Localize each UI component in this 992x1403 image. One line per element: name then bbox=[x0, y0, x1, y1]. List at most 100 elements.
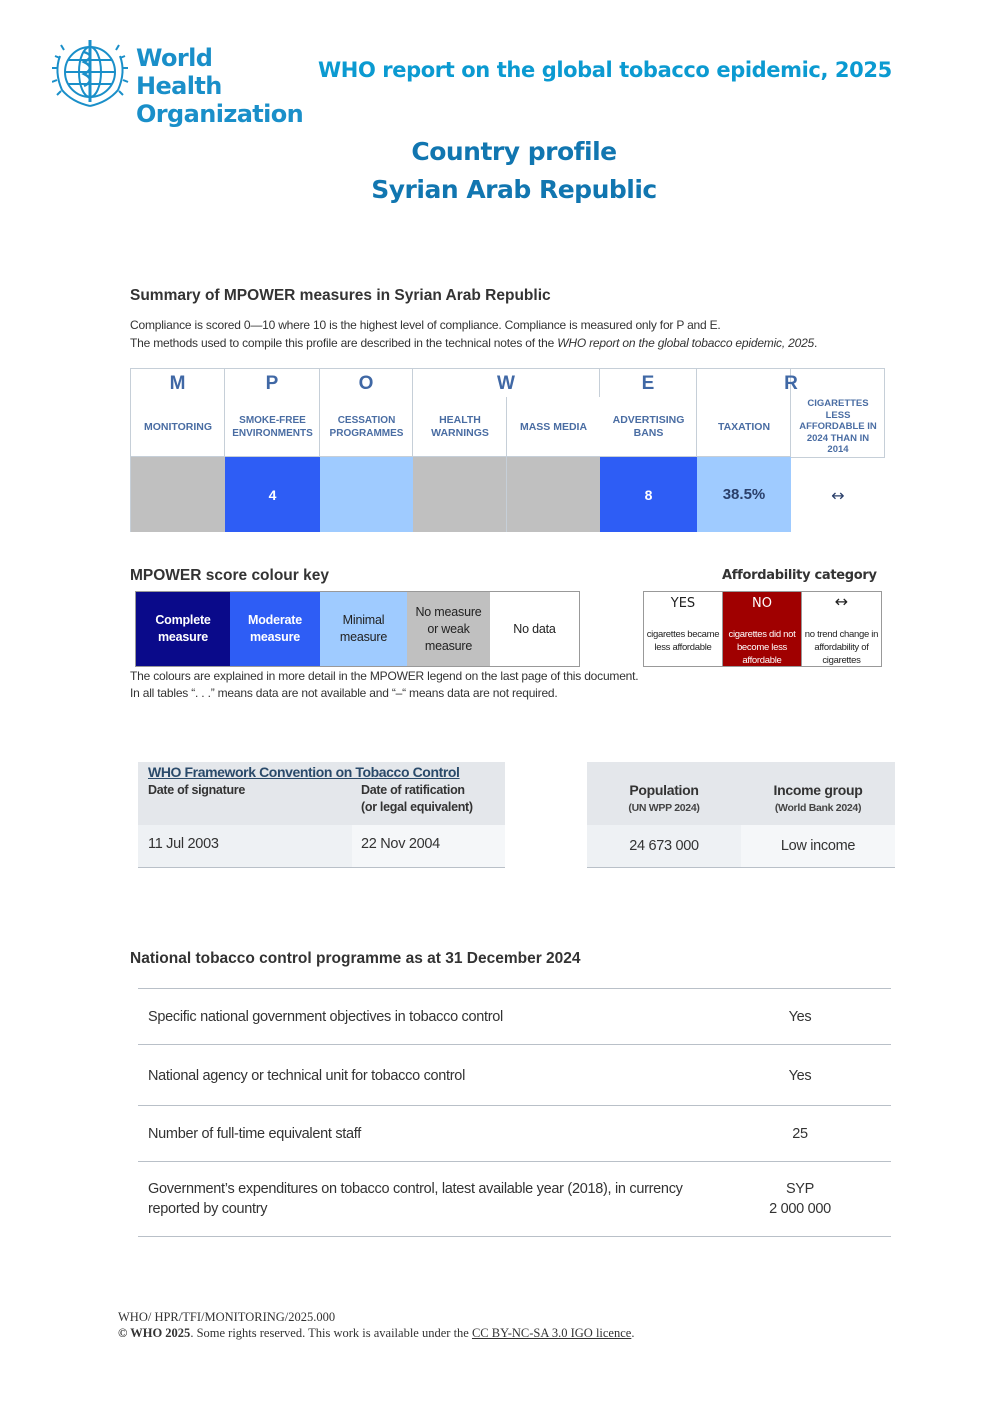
table-row: National agency or technical unit for to… bbox=[138, 1045, 891, 1106]
country-name: Syrian Arab Republic bbox=[371, 175, 657, 204]
aff-no-title: NO bbox=[751, 596, 772, 611]
value-monitoring bbox=[131, 457, 225, 532]
copyright-text: . Some rights reserved. This work is ava… bbox=[190, 1326, 472, 1340]
letter-o: O bbox=[358, 373, 374, 394]
profile-title: Country profile Syrian Arab Republic bbox=[0, 133, 992, 209]
ntcp-staff-value: 25 bbox=[792, 1126, 808, 1142]
who-emblem-icon bbox=[52, 40, 129, 107]
population-value: 24 673 000 bbox=[629, 838, 699, 854]
label-taxation: TAXATION bbox=[717, 420, 771, 433]
letter-w: W bbox=[497, 373, 515, 394]
affordability-key: YES cigarettes became less affordable NO… bbox=[643, 591, 882, 667]
ntcp-agency-label: National agency or technical unit for to… bbox=[148, 1068, 465, 1084]
label-cessation: CESSATION PROGRAMMES bbox=[329, 415, 404, 439]
aff-no-desc: cigarettes did not become less affordabl… bbox=[728, 629, 796, 666]
value-advertising-bans: 8 bbox=[600, 457, 697, 532]
ntcp-objectives-label: Specific national government objectives … bbox=[148, 1009, 503, 1025]
population-table: Population (UN WPP 2024) Income group (W… bbox=[587, 762, 895, 868]
aff-yes-title: YES bbox=[670, 596, 696, 611]
aff-no-trend-desc: no trend change in affordability of ciga… bbox=[804, 629, 879, 666]
population-label: Population bbox=[629, 782, 699, 798]
col-o: O bbox=[320, 369, 413, 532]
population-header: Population (UN WPP 2024) Income group (W… bbox=[587, 762, 895, 825]
who-logo-text: World Health Organization bbox=[136, 44, 304, 128]
ratification-date: 22 Nov 2004 bbox=[361, 836, 440, 852]
colour-key-heading: MPOWER score colour key bbox=[130, 567, 329, 584]
who-logo bbox=[52, 40, 129, 107]
copyright-line: © WHO 2025. Some rights reserved. This w… bbox=[118, 1326, 634, 1341]
label-mass-media: MASS MEDIA bbox=[519, 420, 588, 433]
ntcp-expenditure-label: Government’s expenditures on tobacco con… bbox=[148, 1181, 683, 1217]
income-source: (World Bank 2024) bbox=[774, 802, 862, 814]
tables-note: In all tables “. . .” means data are not… bbox=[130, 686, 558, 700]
key-moderate: Moderate measure bbox=[230, 592, 320, 666]
signature-label: Date of signature bbox=[148, 783, 245, 797]
col-e: E bbox=[600, 369, 697, 532]
table-row: Government’s expenditures on tobacco con… bbox=[138, 1162, 891, 1237]
copyright-bold: © WHO 2025 bbox=[118, 1326, 191, 1340]
population-source: (UN WPP 2024) bbox=[628, 802, 700, 814]
colour-key: Complete measure Moderate measure Minima… bbox=[135, 591, 580, 667]
value-affordability: ↔ bbox=[791, 457, 885, 532]
fctc-title: WHO Framework Convention on Tobacco Cont… bbox=[148, 764, 460, 780]
key-minimal: Minimal measure bbox=[320, 592, 407, 666]
income-cell bbox=[741, 825, 895, 868]
licence-link[interactable]: CC BY-NC-SA 3.0 IGO licence bbox=[471, 1326, 632, 1340]
col-p: P bbox=[225, 369, 320, 532]
ratification-label-line2: (or legal equivalent) bbox=[361, 800, 473, 814]
affordability-heading: Affordability category bbox=[722, 568, 877, 583]
key-complete: Complete measure bbox=[136, 592, 230, 666]
ntcp-staff-label: Number of full-time equivalent staff bbox=[148, 1126, 361, 1142]
aff-yes: YES cigarettes became less affordable bbox=[644, 592, 723, 666]
col-m: M bbox=[131, 369, 225, 532]
copyright-end: . bbox=[631, 1326, 635, 1340]
methods-note-prefix: The methods used to compile this profile… bbox=[130, 336, 558, 350]
label-monitoring: MONITORING bbox=[143, 420, 213, 433]
aff-no-trend: ↔ no trend change in affordability of ci… bbox=[801, 592, 881, 666]
signature-date: 11 Jul 2003 bbox=[148, 836, 219, 852]
ratification-cell bbox=[352, 825, 505, 868]
profile-label: Country profile bbox=[411, 137, 617, 166]
mpower-row-divider bbox=[131, 456, 791, 457]
label-affordability: CIGARETTES LESS AFFORDABLE IN 2024 THAN … bbox=[799, 398, 877, 456]
fctc-table: WHO Framework Convention on Tobacco Cont… bbox=[138, 762, 505, 868]
letter-e: E bbox=[641, 373, 655, 394]
ntcp-agency-value: Yes bbox=[788, 1068, 812, 1084]
table-row: Number of full-time equivalent staff 25 bbox=[138, 1106, 891, 1162]
letter-r: R bbox=[784, 373, 798, 394]
org-name-line1: World Health bbox=[136, 44, 222, 100]
mpower-table: M P O W E R MONITORING SMOKE-FREE ENVIRO… bbox=[130, 368, 885, 532]
key-no-data: No data bbox=[490, 592, 579, 666]
key-no-measure: No measure or weak measure bbox=[407, 592, 490, 666]
ntcp-expenditure-value: SYP 2 000 000 bbox=[728, 1179, 872, 1219]
value-taxation: 38.5% bbox=[697, 457, 791, 532]
org-name-line2: Organization bbox=[136, 100, 304, 128]
summary-heading: Summary of MPOWER measures in Syrian Ara… bbox=[130, 287, 551, 304]
value-cessation bbox=[320, 457, 413, 532]
methods-note: The methods used to compile this profile… bbox=[130, 336, 817, 350]
label-smoke-free: SMOKE-FREE ENVIRONMENTS bbox=[232, 415, 313, 439]
report-title: WHO report on the global tobacco epidemi… bbox=[318, 58, 892, 82]
aff-no-trend-title: ↔ bbox=[834, 592, 849, 611]
ntcp-expenditure-amount: 2 000 000 bbox=[769, 1201, 831, 1217]
population-cell bbox=[587, 825, 741, 868]
ratification-label: Date of ratification (or legal equivalen… bbox=[361, 782, 473, 816]
signature-cell bbox=[138, 825, 352, 868]
aff-yes-desc: cigarettes became less affordable bbox=[646, 629, 720, 653]
table-row: Specific national government objectives … bbox=[138, 989, 891, 1045]
ntcp-objectives-value: Yes bbox=[788, 1009, 812, 1025]
ntcp-table: Specific national government objectives … bbox=[138, 988, 891, 1237]
income-label: Income group bbox=[773, 782, 863, 798]
compliance-note: Compliance is scored 0—10 where 10 is th… bbox=[130, 318, 721, 332]
value-smoke-free: 4 bbox=[225, 457, 320, 532]
value-health-warnings bbox=[413, 457, 507, 532]
value-mass-media bbox=[507, 457, 600, 532]
methods-note-suffix: . bbox=[814, 336, 818, 350]
col-w: W bbox=[413, 369, 600, 397]
ratification-label-line1: Date of ratification bbox=[361, 783, 465, 797]
fctc-header: WHO Framework Convention on Tobacco Cont… bbox=[138, 762, 505, 825]
col-r-tax bbox=[697, 369, 791, 532]
letter-p: P bbox=[265, 373, 279, 394]
ntcp-heading: National tobacco control programme as at… bbox=[130, 950, 581, 967]
methods-note-report: WHO report on the global tobacco epidemi… bbox=[557, 336, 815, 350]
